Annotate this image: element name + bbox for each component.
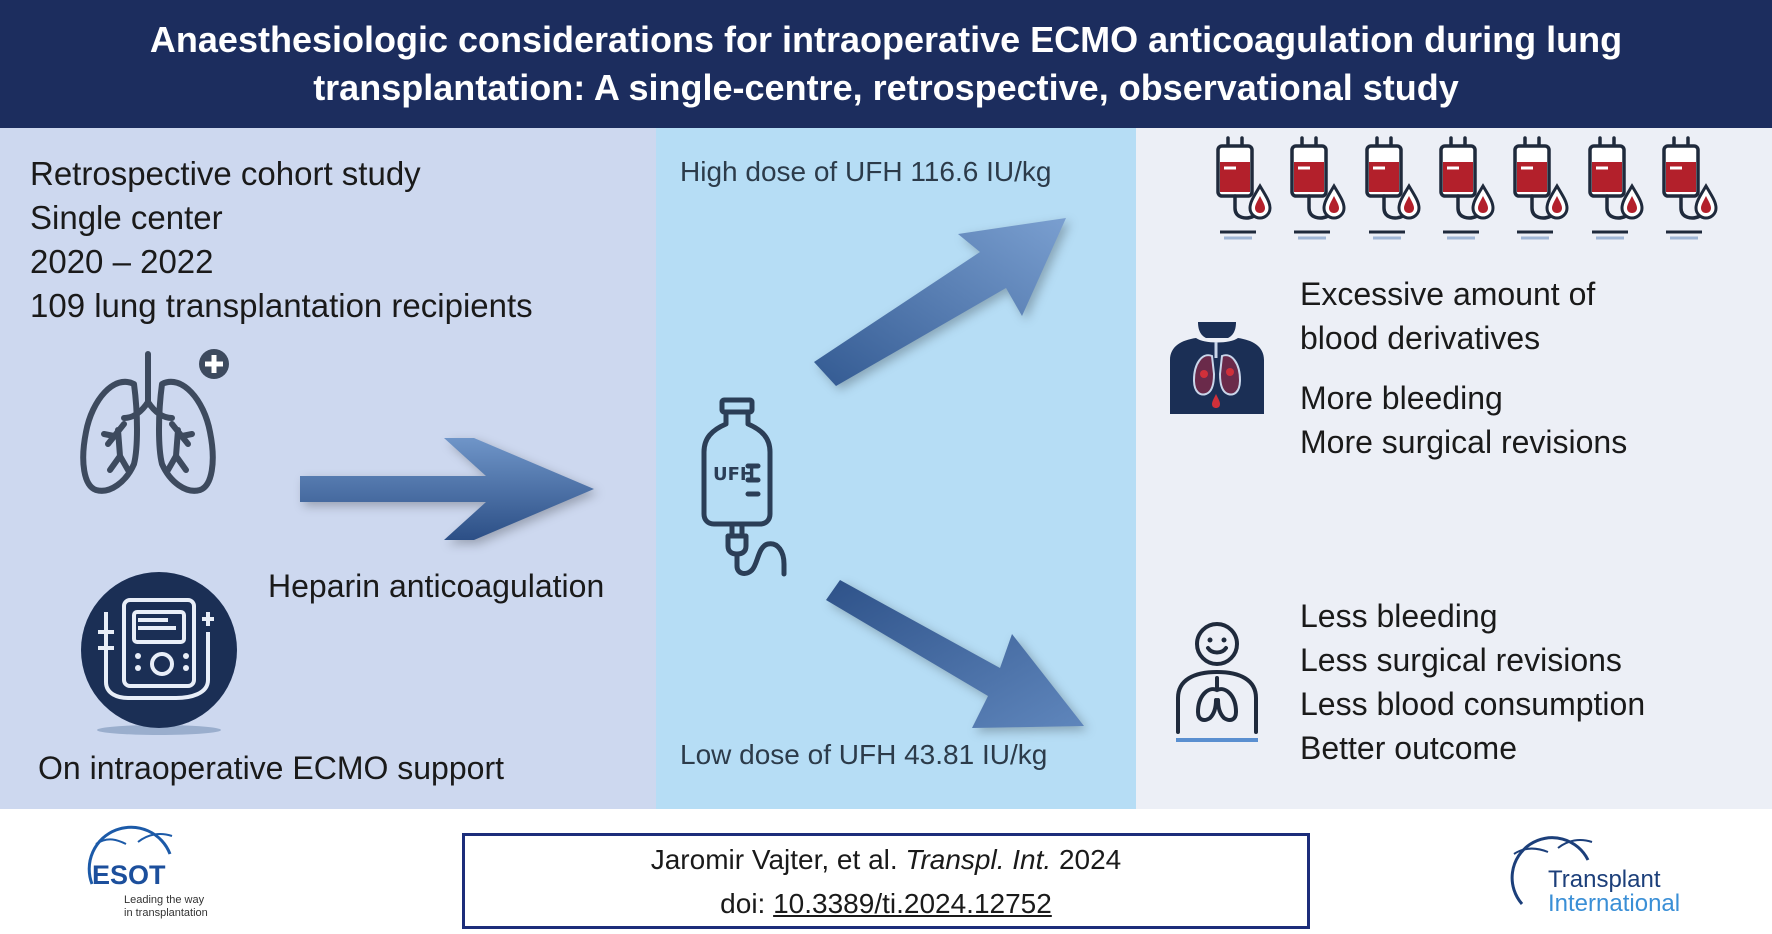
outcomes-panel [1136,128,1772,809]
blood-bag-icon [1439,136,1495,240]
blood-bag-icon [1587,136,1644,240]
up-arrow-icon [814,218,1066,386]
citation-box: Jaromir Vajter, et al. Transpl. Int. 202… [462,833,1310,929]
blood-bag-icon [1216,136,1272,240]
esot-tagline-line: in transplantation [124,907,208,919]
header-banner [0,0,1772,128]
bleeding-chest-icon [1170,322,1264,414]
down-arrow-icon [826,580,1084,728]
high-outcomes-group: Excessive amount of blood derivatives Mo… [1300,272,1627,464]
citation-line: Jaromir Vajter, et al. Transpl. Int. 202… [465,838,1307,882]
right-arrow-icon [300,438,594,540]
ti-name-line-1: Transplant [1548,866,1661,893]
study-line: 2020 – 2022 [30,243,214,280]
page-title: Anaesthesiologic considerations for intr… [149,19,1623,108]
esot-tagline: Leading the way in transplantation [124,894,208,920]
blood-bag-row [1212,134,1722,244]
ti-name: Transplant International [1548,868,1680,916]
esot-ring-icon [87,825,173,885]
ti-name-line-2: International [1548,890,1681,917]
ecmo-label: On intraoperative ECMO support [38,750,504,786]
ecmo-machine-icon [81,572,237,735]
blood-bag-icon [1364,136,1421,240]
citation-year: 2024 [1058,844,1122,875]
study-info: Retrospective cohort study Single center… [30,152,533,328]
bag-label: UFH [713,464,755,485]
happy-patient-icon [1176,622,1258,742]
citation-authors: Jaromir Vajter, et al. [650,844,898,875]
outcome-line: Better outcome [1300,730,1517,766]
lungs-icon [80,349,229,494]
outcome-line: Excessive amount of [1300,276,1596,312]
heparin-label: Heparin anticoagulation [268,568,605,604]
outcome-line: Less bleeding [1300,598,1498,634]
outcome-line: blood derivatives [1300,320,1541,356]
low-outcomes-group: Less bleeding Less surgical revisions Le… [1300,594,1645,770]
citation-journal: Transpl. Int. [905,844,1052,875]
study-line: Retrospective cohort study [30,155,421,192]
esot-name: ESOT [92,860,166,890]
outcome-line: More bleeding [1300,380,1503,416]
ti-ring-icon [1510,836,1593,905]
blood-bag-icon [1290,136,1346,240]
study-line: Single center [30,199,223,236]
transplant-international-logo: Transplant International [1500,820,1732,928]
doi-link[interactable]: 10.3389/ti.2024.12752 [773,888,1052,919]
blood-bag-icon [1662,136,1718,240]
heparin-bag-icon: UFH [701,397,787,577]
outcome-line: More surgical revisions [1300,424,1628,460]
outcome-line: Less surgical revisions [1300,642,1622,678]
outcome-line: Less blood consumption [1300,686,1646,722]
doi-prefix: doi: [720,888,766,919]
esot-logo: ESOT Leading the way in transplantation [74,814,274,932]
study-line: 109 lung transplantation recipients [30,287,533,324]
doi-line: doi: 10.3389/ti.2024.12752 [465,882,1307,926]
esot-tagline-line: Leading the way [124,894,205,906]
high-dose-label: High dose of UFH 116.6 IU/kg [680,156,1052,187]
low-dose-label: Low dose of UFH 43.81 IU/kg [680,739,1048,770]
blood-bag-icon [1513,136,1569,240]
